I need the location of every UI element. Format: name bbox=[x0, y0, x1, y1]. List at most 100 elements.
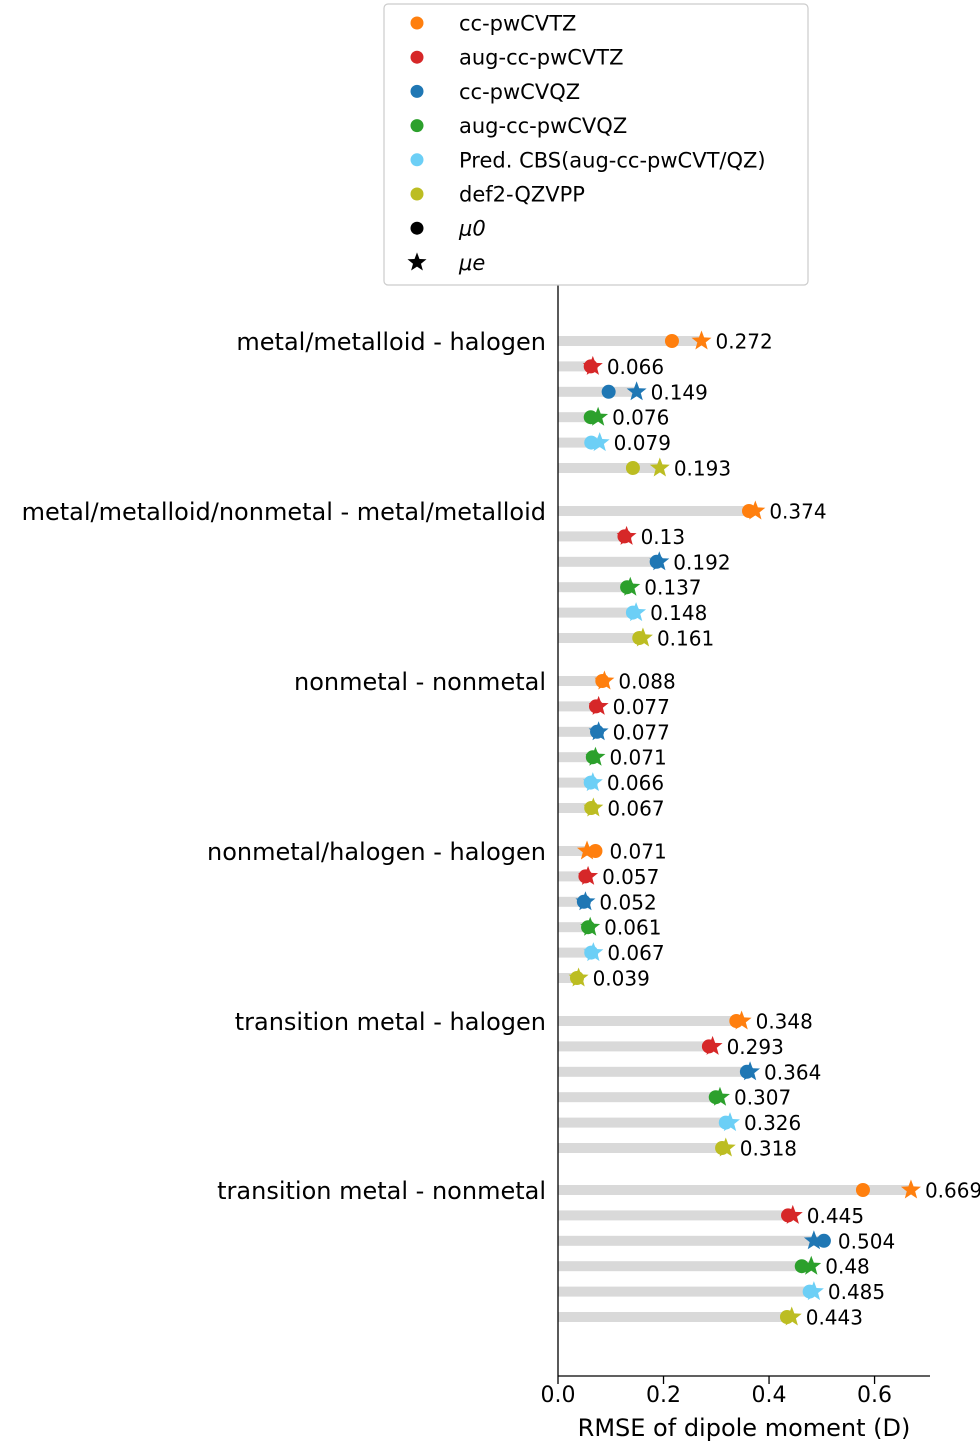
x-tick-label: 0.2 bbox=[646, 1383, 681, 1408]
value-label: 0.307 bbox=[734, 1086, 791, 1110]
value-label: 0.348 bbox=[756, 1010, 813, 1034]
data-marks bbox=[568, 330, 921, 1326]
background-bar bbox=[558, 361, 593, 372]
background-bar bbox=[558, 846, 596, 856]
background-bar bbox=[558, 437, 600, 448]
mue-point bbox=[649, 551, 670, 571]
background-bar bbox=[558, 1312, 792, 1322]
value-label: 0.149 bbox=[651, 380, 708, 404]
background-bar bbox=[558, 582, 631, 593]
mue-point bbox=[616, 525, 637, 545]
mue-point bbox=[568, 967, 589, 987]
group-label: nonmetal/halogen - halogen bbox=[207, 838, 546, 866]
background-bar bbox=[558, 1261, 812, 1272]
mue-point bbox=[588, 406, 609, 426]
background-bar bbox=[558, 1185, 911, 1195]
background-bar bbox=[558, 701, 599, 712]
background-bar bbox=[558, 871, 589, 882]
mue-point bbox=[715, 1137, 736, 1157]
mue-point bbox=[702, 1035, 723, 1055]
value-label: 0.079 bbox=[614, 431, 671, 455]
group-labels: metal/metalloid - halogenmetal/metalloid… bbox=[22, 328, 546, 1205]
background-bar bbox=[558, 1286, 814, 1297]
background-bar bbox=[558, 386, 637, 397]
background-bar bbox=[558, 1117, 730, 1128]
mue-point bbox=[803, 1281, 824, 1301]
background-bar bbox=[558, 947, 594, 958]
background-bar bbox=[558, 633, 643, 643]
background-bar bbox=[558, 922, 591, 933]
background-bar bbox=[558, 607, 637, 618]
mue-point bbox=[582, 772, 603, 792]
mue-point bbox=[649, 457, 670, 477]
background-bar bbox=[558, 676, 605, 686]
mue-point bbox=[589, 432, 610, 452]
value-label: 0.066 bbox=[607, 355, 664, 379]
group-label: metal/metalloid/nonmetal - metal/metallo… bbox=[22, 498, 546, 526]
value-label: 0.445 bbox=[807, 1204, 864, 1228]
legend-swatch bbox=[410, 84, 424, 98]
value-labels: 0.2720.0660.1490.0760.0790.1930.3740.130… bbox=[593, 330, 980, 1330]
background-bar bbox=[558, 1066, 751, 1077]
x-axis-label: RMSE of dipole moment (D) bbox=[578, 1414, 911, 1442]
value-label: 0.067 bbox=[607, 941, 664, 965]
value-label: 0.272 bbox=[716, 330, 773, 354]
background-bar bbox=[558, 777, 593, 788]
value-label: 0.052 bbox=[599, 890, 656, 914]
legend-entry: def2-QZVPP bbox=[459, 183, 585, 207]
mue-point bbox=[720, 1112, 740, 1132]
value-label: 0.071 bbox=[609, 746, 666, 770]
mue-point bbox=[691, 330, 712, 350]
mu0-point bbox=[794, 1259, 809, 1274]
legend-entry: Pred. CBS(aug-cc-pwCVT/QZ) bbox=[459, 148, 766, 172]
mu0-point bbox=[625, 461, 640, 475]
mue-point bbox=[575, 891, 596, 911]
mue-point bbox=[803, 1230, 824, 1250]
legend-marker-entry: μe bbox=[458, 251, 485, 275]
mu0-point bbox=[601, 384, 616, 399]
mue-point bbox=[588, 721, 609, 741]
background-bar bbox=[558, 1041, 713, 1052]
value-label: 0.088 bbox=[618, 670, 675, 694]
legend-swatch bbox=[410, 187, 424, 201]
legend-swatch bbox=[410, 16, 424, 30]
background-bar bbox=[558, 726, 599, 737]
value-label: 0.485 bbox=[828, 1280, 885, 1304]
x-tick-label: 0.4 bbox=[752, 1383, 787, 1408]
mue-point bbox=[900, 1179, 921, 1199]
mue-point bbox=[782, 1204, 803, 1224]
background-bar bbox=[558, 463, 660, 473]
value-label: 0.443 bbox=[806, 1306, 863, 1330]
legend-entry: cc-pwCVTZ bbox=[459, 12, 576, 36]
background-bar bbox=[558, 1210, 793, 1221]
background-bar bbox=[558, 556, 660, 567]
legend-entry: aug-cc-pwCVQZ bbox=[459, 114, 627, 138]
mu0-point bbox=[588, 844, 603, 858]
mu0-point bbox=[855, 1183, 870, 1197]
legend: cc-pwCVTZaug-cc-pwCVTZcc-pwCVQZaug-cc-pw… bbox=[383, 3, 809, 286]
value-label: 0.374 bbox=[769, 500, 826, 524]
mue-point bbox=[801, 1255, 822, 1275]
legend-swatch bbox=[410, 153, 424, 167]
background-bars bbox=[558, 336, 911, 1322]
background-bar bbox=[558, 973, 579, 983]
value-label: 0.076 bbox=[612, 406, 669, 430]
value-label: 0.318 bbox=[740, 1137, 797, 1161]
mue-point bbox=[583, 942, 604, 962]
legend-swatch bbox=[410, 50, 424, 64]
mu0-point bbox=[584, 435, 599, 450]
value-label: 0.057 bbox=[602, 865, 659, 889]
value-label: 0.148 bbox=[650, 601, 707, 625]
value-label: 0.161 bbox=[657, 627, 714, 651]
group-label: nonmetal - nonmetal bbox=[294, 668, 546, 696]
value-label: 0.077 bbox=[613, 720, 670, 744]
background-bar bbox=[558, 336, 702, 346]
mu0-point bbox=[664, 334, 679, 348]
group-label: transition metal - halogen bbox=[235, 1008, 546, 1036]
value-label: 0.193 bbox=[674, 457, 731, 481]
x-tick-label: 0.6 bbox=[857, 1383, 892, 1408]
value-label: 0.137 bbox=[644, 576, 701, 600]
value-label: 0.077 bbox=[613, 695, 670, 719]
background-bar bbox=[558, 752, 596, 763]
